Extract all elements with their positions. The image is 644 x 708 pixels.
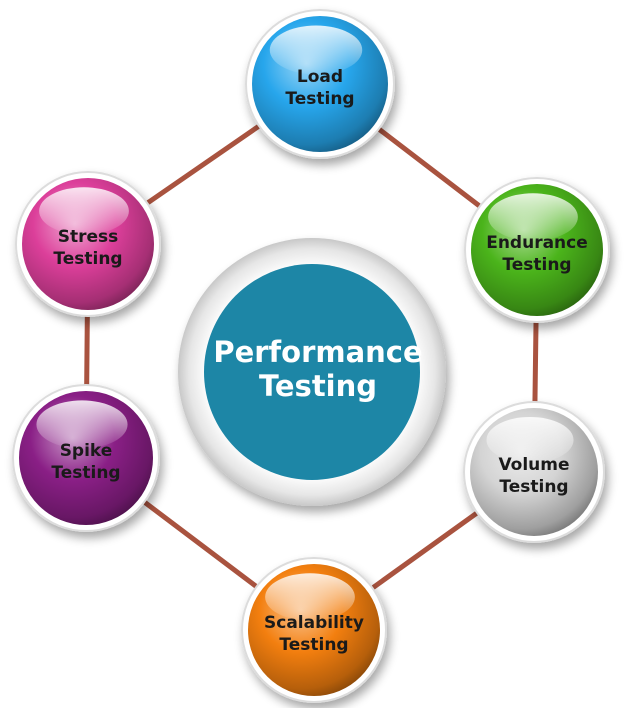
center-hub: Performance Testing — [178, 238, 446, 506]
node-volume-label-line1: Volume — [498, 455, 569, 475]
node-volume-label-line2: Testing — [499, 477, 568, 497]
node-load-label-line2: Testing — [285, 89, 354, 109]
node-scalability-gloss — [265, 573, 355, 621]
node-stress-label-line1: Stress — [58, 227, 119, 247]
center-label-line1: Performance — [213, 335, 422, 369]
center-label-line2: Testing — [259, 369, 377, 403]
node-volume-gloss — [486, 416, 574, 464]
node-load-gloss — [269, 25, 363, 75]
node-endurance-label-line1: Endurance — [486, 233, 588, 253]
node-scalability-label-line2: Testing — [279, 635, 348, 655]
node-endurance-gloss — [488, 193, 578, 241]
testing-type-nodes: LoadTestingEnduranceTestingVolumeTesting… — [12, 9, 610, 703]
node-stress-label-line2: Testing — [53, 249, 122, 269]
node-stress-gloss — [39, 187, 129, 235]
node-spike-label-line2: Testing — [51, 463, 120, 483]
node-scalability-label-line1: Scalability — [264, 613, 364, 633]
center-disc — [204, 264, 420, 480]
node-spike-gloss — [36, 400, 128, 449]
node-spike-label-line1: Spike — [60, 441, 113, 461]
node-endurance-label-line2: Testing — [502, 255, 571, 275]
node-load-label-line1: Load — [297, 67, 343, 87]
